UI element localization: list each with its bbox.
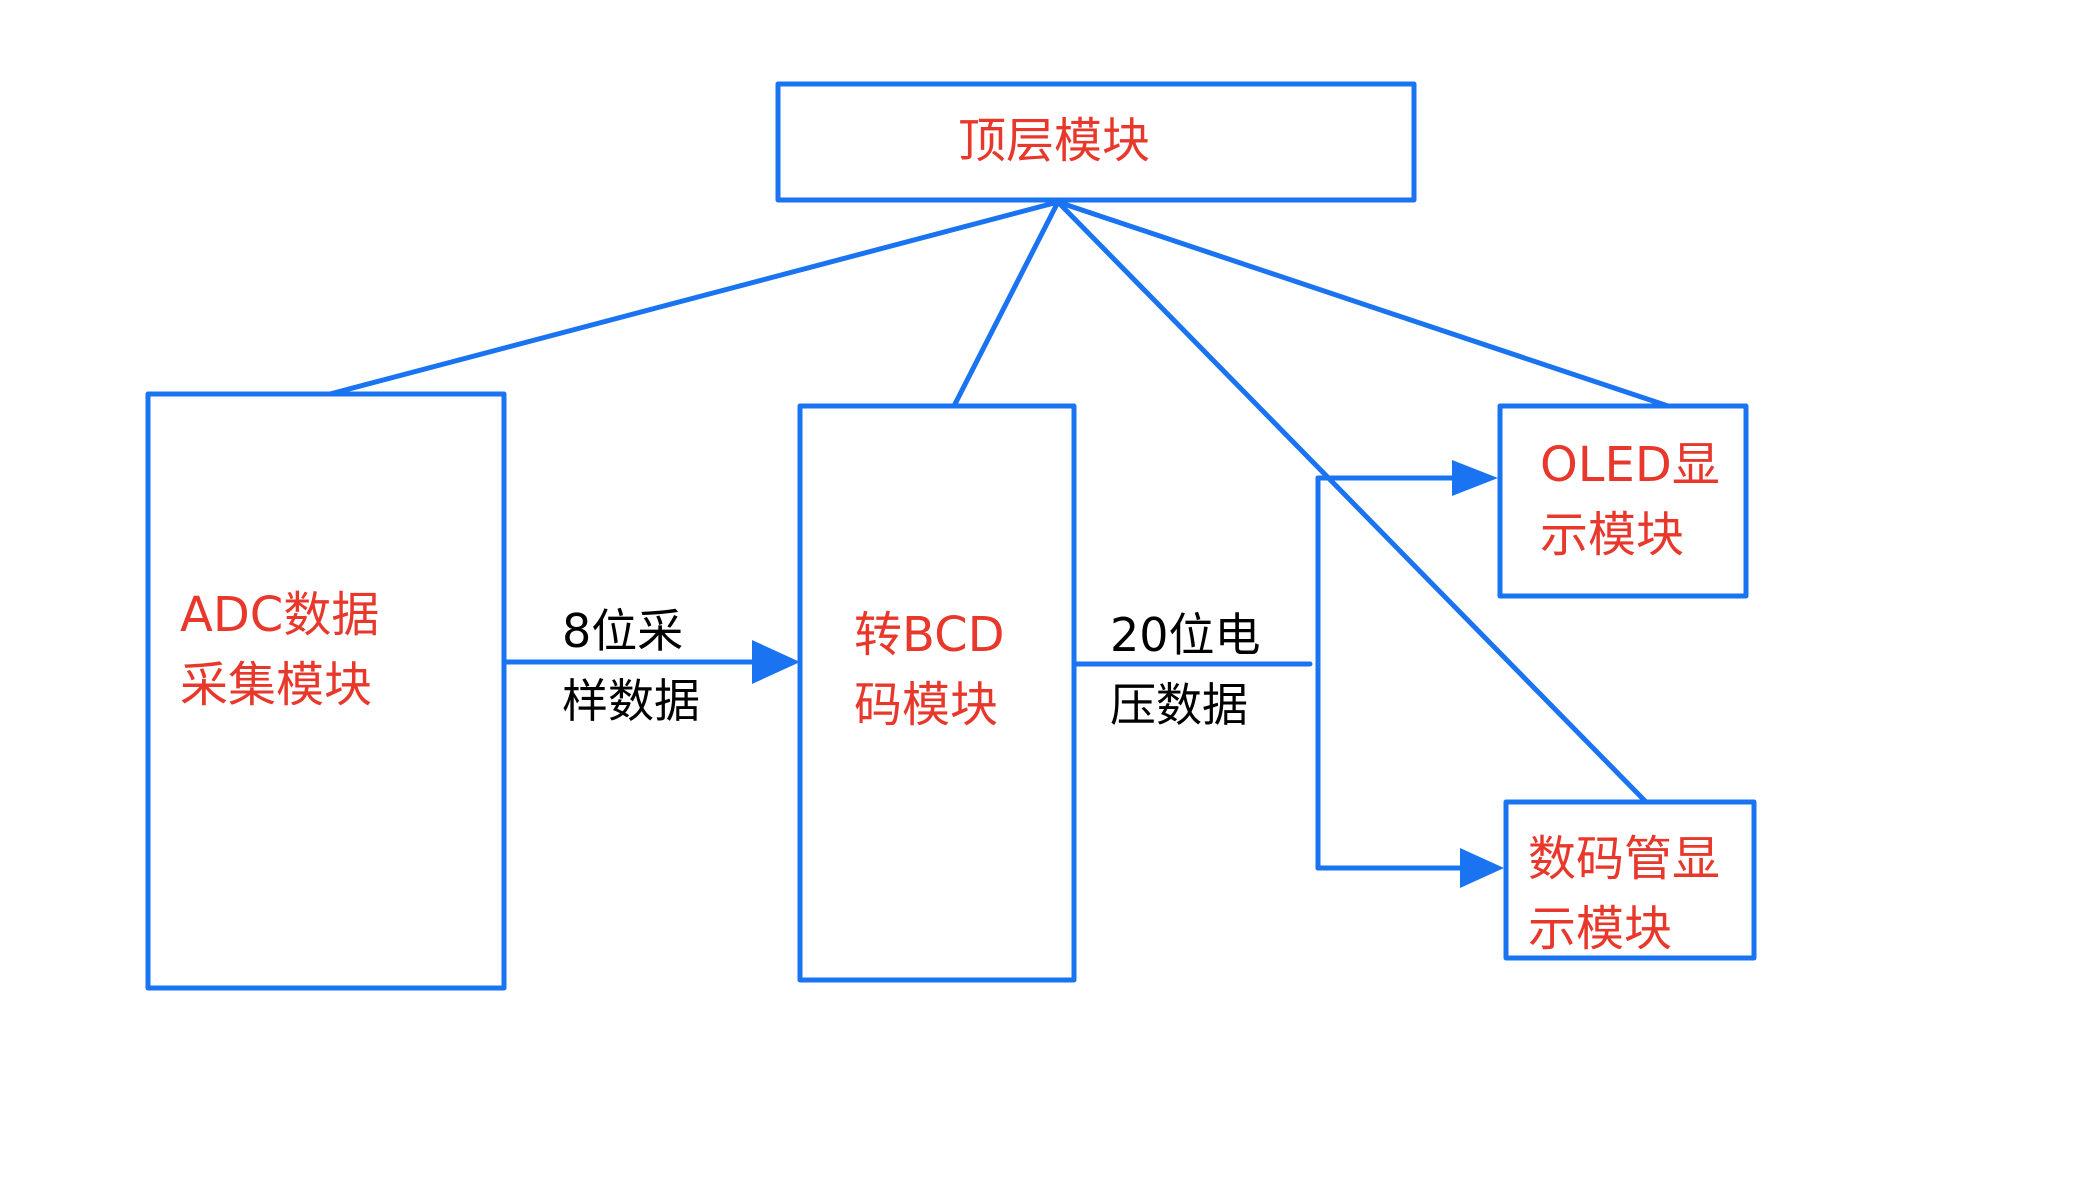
hierarchy-line-oled bbox=[1055, 199, 1671, 409]
arrowhead-to-bcd bbox=[752, 640, 800, 684]
bcd-to-display-flow-label: 20位电 压数据 bbox=[1110, 608, 1261, 732]
adc-to-bcd-flow-label: 8位采 样数据 bbox=[562, 604, 700, 728]
bcd-module-box bbox=[797, 403, 1077, 983]
oled-module-box bbox=[1497, 403, 1749, 599]
top-module-label: 顶层模块 bbox=[958, 113, 1151, 169]
top-module-box bbox=[775, 81, 1417, 203]
adc-module-label: ADC数据 采集模块 bbox=[180, 587, 380, 713]
arrowhead-to-seg bbox=[1460, 848, 1504, 888]
seg-module-label: 数码管显 示模块 bbox=[1528, 831, 1721, 957]
hierarchy-line-seg bbox=[1055, 199, 1649, 805]
hierarchy-line-bcd bbox=[951, 199, 1061, 409]
bcd-module-label: 转BCD 码模块 bbox=[854, 607, 1005, 733]
seg-module-box bbox=[1503, 799, 1757, 961]
arrowhead-to-oled bbox=[1452, 460, 1498, 496]
hierarchy-line-adc bbox=[327, 199, 1061, 397]
adc-module-box bbox=[145, 391, 507, 991]
oled-module-label: OLED显 示模块 bbox=[1540, 437, 1720, 563]
